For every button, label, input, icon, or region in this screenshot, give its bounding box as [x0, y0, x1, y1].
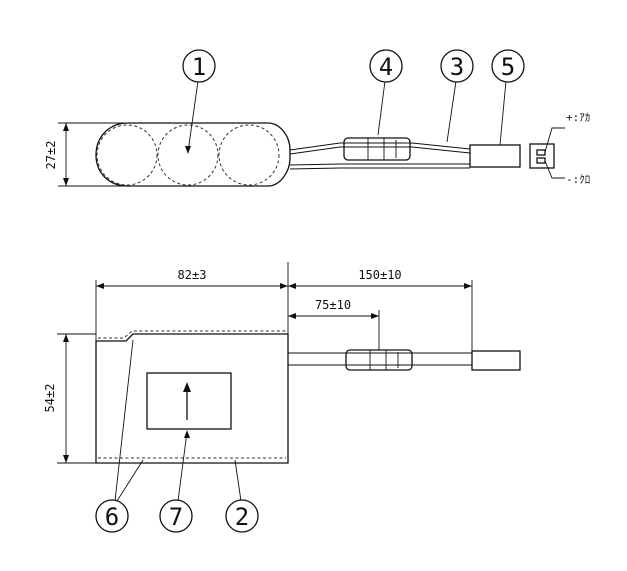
callout-3-bubble: [440, 49, 474, 83]
lead-wire-top: [289, 142, 471, 151]
dim-length-body: 82±3: [178, 268, 207, 282]
callout-2-bubble: [225, 499, 259, 533]
cell-right: [218, 124, 280, 186]
callout-7-label: 7: [169, 503, 183, 531]
polarity-positive: +:ｱｶ: [566, 111, 590, 124]
callout-3-leader: [446, 80, 457, 143]
callout-4-leader: [377, 80, 386, 136]
dim-lead-arrow-left: [288, 283, 296, 289]
dim-length-lead: 150±10: [358, 268, 401, 282]
callout-4-bubble: [369, 49, 403, 83]
callout-4-label: 4: [379, 53, 393, 81]
front-label-arrow-head: [183, 382, 191, 392]
callout-6-leader-b: [116, 459, 144, 502]
callout-5-label: 5: [501, 53, 515, 81]
side-view: +:ｱｶ -:ｸﾛ 27±2 1 4 3 5: [44, 49, 590, 187]
polarity-negative: -:ｸﾛ: [566, 173, 590, 186]
callout-1-label: 1: [192, 53, 206, 81]
dim-fuse-arrow-right: [371, 313, 379, 319]
callout-6-leader-a: [114, 339, 134, 502]
callout-7-leader: [177, 431, 188, 502]
dim-height-arrow-top: [63, 123, 69, 131]
callout-2-label: 2: [235, 503, 249, 531]
dim-width-front: 54±2: [43, 384, 57, 413]
callout-6-label: 6: [105, 503, 119, 531]
callout-1-bubble: [182, 49, 216, 83]
front-connector: [471, 350, 521, 371]
lead-wire-bottom: [289, 163, 470, 166]
lead-wire-bottom-2: [289, 167, 470, 170]
cell-middle: [157, 124, 219, 186]
fuse-body: [343, 137, 411, 161]
connector-pin-bottom: [536, 157, 546, 164]
dim-width-arrow-bottom: [63, 455, 69, 463]
callout-1-leader: [187, 80, 199, 153]
callout-6-bubble: [95, 499, 129, 533]
front-label-box: [146, 372, 232, 430]
dim-lead-arrow-right: [464, 283, 472, 289]
lead-wire-top-2: [289, 146, 471, 155]
side-pack-outline: [95, 122, 291, 187]
connector-side: [469, 144, 521, 168]
dim-body-arrow-right: [280, 283, 288, 289]
cell-left: [96, 124, 158, 186]
callout-5-leader: [499, 80, 507, 146]
dim-length-fuse: 75±10: [315, 298, 351, 312]
front-pack-outline: [95, 333, 289, 464]
dim-height-side: 27±2: [44, 141, 58, 170]
callout-5-bubble: [491, 49, 525, 83]
callout-2-leader: [234, 459, 242, 502]
callout-3-label: 3: [450, 53, 464, 81]
dim-fuse-arrow-left: [288, 313, 296, 319]
callout-7-bubble: [159, 499, 193, 533]
front-view: 54±2 82±3 150±10 75±10 6 7 2: [43, 262, 521, 533]
callout-7-arrow: [184, 430, 190, 438]
connector-pin-top: [536, 149, 546, 156]
polarity-leader-neg: [544, 160, 565, 179]
front-edge-top-dash: [98, 330, 286, 339]
callout-1-arrow: [185, 146, 191, 154]
dim-width-arrow-top: [63, 334, 69, 342]
polarity-leader-pos: [544, 127, 565, 153]
front-corner-line: [125, 333, 134, 342]
dim-body-arrow-left: [96, 283, 104, 289]
dim-height-arrow-bottom: [63, 178, 69, 186]
connector-end-view: [529, 143, 555, 169]
